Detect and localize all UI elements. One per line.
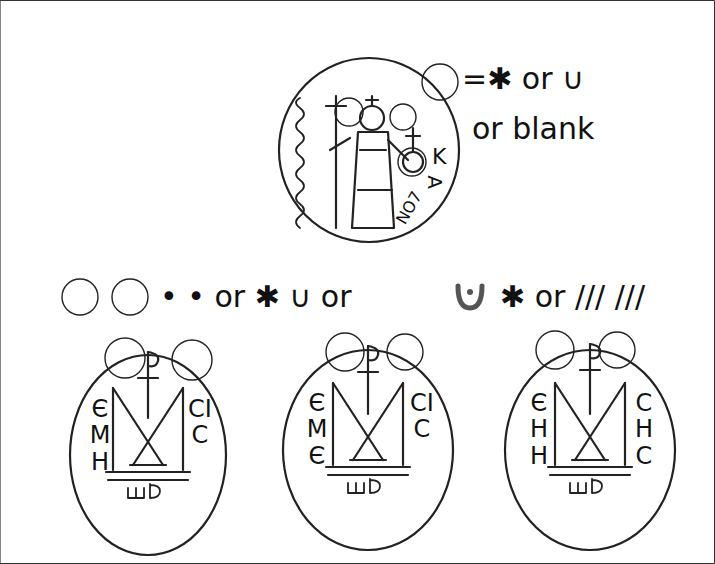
coin-letters: CHC <box>632 390 656 469</box>
coin-letter: K <box>432 146 446 168</box>
coin-letters: ЄMЄ <box>305 390 329 469</box>
coin-letters: CIC <box>410 390 434 443</box>
coin-letters: ЄMH <box>88 396 112 475</box>
legend-text: or blank <box>472 114 594 144</box>
coin-letters: CIC <box>188 396 212 449</box>
legend-text: ✱ or /// /// <box>500 282 645 312</box>
coin-letters: ЄHH <box>527 390 551 469</box>
legend-text: =✱ or ∪ <box>462 64 584 94</box>
legend-text: • • or ✱ ∪ or <box>160 282 352 312</box>
coin-letter: NO7 <box>394 189 425 227</box>
coin-letter: A <box>425 175 445 189</box>
